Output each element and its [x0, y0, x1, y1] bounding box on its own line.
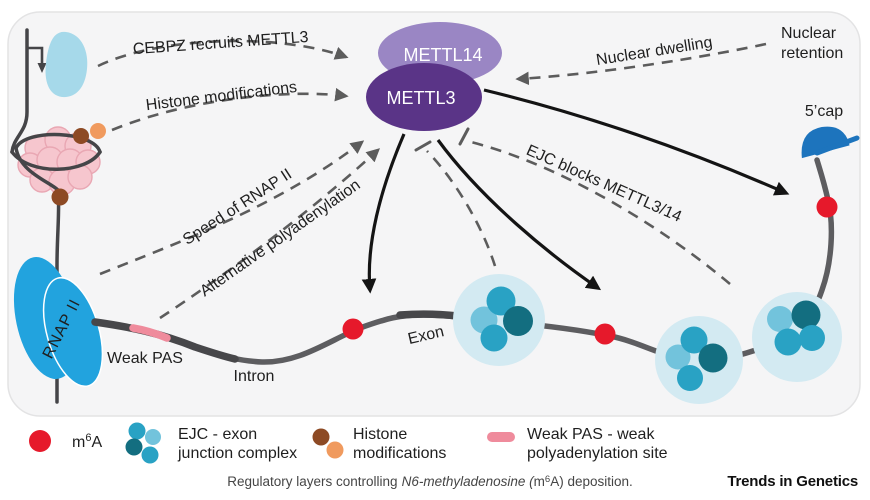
legend-ejc-label-1: EJC - exon [178, 426, 257, 443]
arrow-mettl3-to-m6a-cap [483, 88, 790, 196]
label-five-prime-cap: 5’cap [805, 103, 843, 120]
ejc-complex [752, 292, 842, 382]
arrow-histone-modifications [111, 87, 349, 132]
arrow-mettl3-to-m6a-mid [436, 139, 602, 291]
histone-modification-dot-brown [51, 188, 69, 206]
legend-weak-pas-label-2: polyadenylation site [527, 445, 668, 462]
weak-pas-segment [129, 324, 171, 342]
label-nuclear-retention-2: retention [781, 45, 843, 62]
dna-wrap [10, 132, 102, 192]
mettl-complex: METTL14 METTL3 [366, 22, 502, 131]
histone-modification-dot-brown [73, 128, 89, 144]
m6a-dot [816, 196, 838, 218]
mrna-strand [92, 157, 835, 365]
blocker-ejc-center [426, 150, 497, 267]
figure-panel [7, 11, 861, 417]
m6a-dot [342, 318, 364, 340]
mettl14-label: METTL14 [403, 45, 482, 65]
journal-branding: Trends in Genetics [727, 473, 858, 490]
five-prime-cap-icon [801, 126, 860, 159]
arrow-cebpz-recruits [97, 39, 349, 68]
legend-histone-icon [312, 428, 344, 459]
promoter-arrow-icon [27, 46, 47, 73]
arrow-alt-polyadenylation [159, 148, 380, 320]
label-intron: Intron [234, 368, 275, 385]
t-bar-blockers [414, 127, 470, 152]
cebpz-protein [45, 31, 88, 98]
legend-weak-pas-icon [487, 432, 515, 442]
arrow-nuclear-dwelling [515, 42, 767, 86]
ejc-complex [655, 316, 743, 404]
legend-ejc-icon [125, 422, 161, 464]
legend-m6a-label: m6A [72, 432, 102, 451]
legend-m6a-icon [29, 430, 51, 452]
mettl3-label: METTL3 [386, 88, 455, 108]
histone-modification-dot-orange [90, 123, 106, 139]
arrow-speed-rnap2 [99, 140, 365, 276]
label-weak-pas: Weak PAS [107, 350, 183, 367]
ejc-complex [453, 274, 545, 366]
exon-segment-start [91, 318, 239, 363]
exon-segment-mid [396, 310, 462, 320]
legend: m6A EJC - exon junction complex Histone … [29, 422, 668, 464]
legend-histone-label-1: Histone [353, 426, 407, 443]
label-nuclear-retention-1: Nuclear [781, 25, 837, 42]
m6a-dot [594, 323, 616, 345]
mettl3-ellipse [366, 63, 482, 131]
legend-weak-pas-label-1: Weak PAS - weak [527, 426, 655, 443]
legend-histone-label-2: modifications [353, 445, 446, 462]
rnap2-complex: RNAP II [13, 257, 104, 388]
legend-ejc-label-2: junction complex [177, 445, 297, 462]
arrow-mettl3-to-m6a-left [361, 133, 406, 294]
